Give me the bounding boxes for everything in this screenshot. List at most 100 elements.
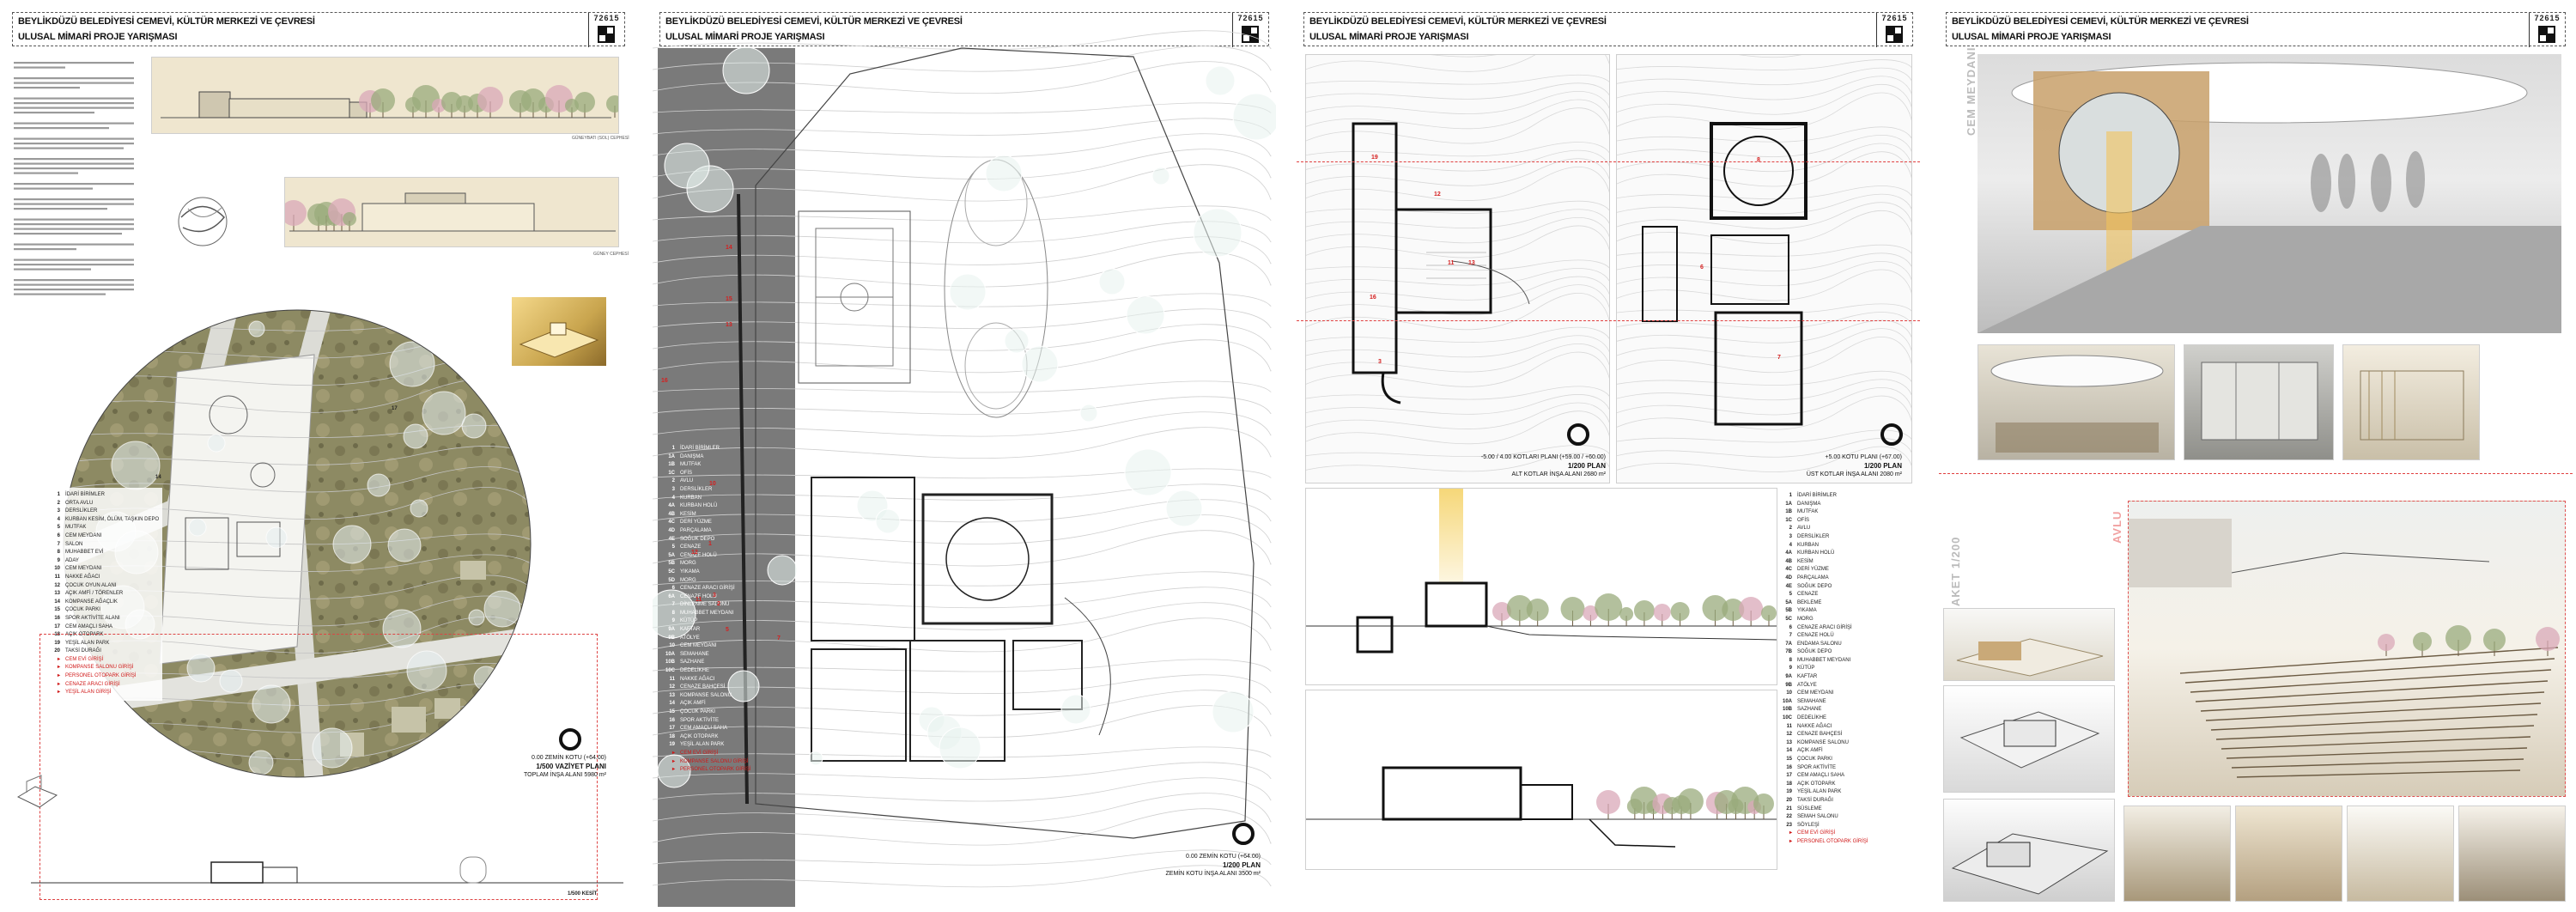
plan-room-number: 1: [708, 541, 712, 547]
contour-line: [653, 587, 1272, 609]
tree-bubble: [312, 727, 353, 769]
legend-text: SPOR AKTİVİTE: [680, 717, 720, 723]
interior-render-cem-meydani: [1978, 54, 2561, 333]
site-section: [31, 856, 623, 884]
contour-line: [653, 133, 1272, 158]
legend-number: 1C: [668, 470, 675, 476]
contour-line: [653, 380, 1272, 393]
legend-text: KÜTÜP: [1797, 666, 1815, 672]
legend-text: AVLU: [1797, 526, 1811, 532]
code-number: 72615: [2534, 14, 2561, 22]
contour-line: [1617, 261, 1911, 287]
report-text-line: [14, 203, 134, 205]
contour-line: [1617, 151, 1911, 187]
legend-entrance-row: ▸PERSONEL OTOPARK GİRİŞİ: [1782, 838, 1868, 847]
amphi-step: [2179, 647, 2559, 674]
model-photo-3: [1943, 799, 2115, 902]
legend-text: YEŞİL ALAN PARK: [1797, 789, 1842, 795]
legend-text: NAKKE AĞACI: [65, 574, 100, 580]
contour-line: [1617, 328, 1911, 358]
contour-line: [653, 808, 1272, 846]
legend-number: 11: [54, 574, 60, 580]
legend-text: ÇOCUK PARKI: [1797, 757, 1832, 762]
legend-text: ADAY: [65, 557, 79, 563]
contour-line: [1306, 335, 1609, 358]
legend-text: KAFTAR: [680, 627, 701, 633]
legend-text: DERSLİKLER: [65, 508, 98, 514]
contour-line: [1306, 91, 1609, 115]
tree-bubble: [111, 441, 161, 490]
amphi-step: [2215, 725, 2535, 740]
competition-subtitle: ULUSAL MİMARİ PROJE YARIŞMASI: [1952, 32, 2111, 42]
design-report-text: [14, 58, 143, 359]
legend-text: SOĞUK DEPO: [1797, 583, 1832, 589]
legend-text: DERSLİKLER: [680, 486, 713, 492]
model-photo-3-drawing: [1951, 833, 2109, 895]
amphi-step: [2236, 769, 2521, 778]
tree-bubble: [939, 727, 981, 769]
tree-canopy: [2536, 627, 2560, 651]
legend-text: KOMPANSE SALONU: [680, 692, 732, 698]
legend-text: SAZHANE: [1797, 707, 1822, 713]
plan-room-number: 13: [1468, 260, 1475, 266]
tree-bubble: [875, 508, 901, 534]
contour-line: [653, 571, 1272, 587]
legend-number: 8: [1789, 657, 1792, 663]
legend-entrance-text: YEŞİL ALAN GİRİŞİ: [65, 690, 112, 696]
tree-canopy: [1560, 597, 1585, 621]
contour-line: [1617, 379, 1911, 401]
legend-number: 4D: [668, 527, 675, 533]
tree-bubble: [1124, 448, 1172, 496]
legend-number: 2: [1789, 526, 1792, 532]
tree-bubble: [265, 526, 288, 549]
legend-text: DİNLENME SALONU: [680, 602, 730, 608]
contour-line: [64, 704, 531, 733]
plan-room-number: 7: [777, 635, 781, 641]
contour-line: [1306, 217, 1609, 244]
report-text-line: [14, 208, 107, 210]
legend-number: 5B: [668, 561, 675, 567]
legend-entrance-row: ▸CEM EVİ GİRİŞİ: [1782, 830, 1868, 838]
tree-canopy: [1595, 593, 1623, 621]
legend-number: 15: [1786, 757, 1792, 762]
section-line-a: [1297, 161, 1920, 162]
contour-line: [653, 705, 1272, 739]
legend-text: AÇIK OTOPARK: [65, 632, 104, 638]
plan-room-number: 12: [691, 550, 698, 556]
ground-plan-drawing: [653, 30, 1276, 888]
legend-entrance-text: PERSONEL OTOPARK GİRİŞİ: [1797, 838, 1868, 844]
legend-number: 4: [57, 516, 60, 522]
competition-title: BEYLİKDÜZÜ BELEDİYESİ CEMEVİ, KÜLTÜR MER…: [665, 16, 963, 27]
legend-number: 9B: [1785, 682, 1792, 688]
lower-plan-level: -5.00 / 4.00 KOTLARI PLANI (+59.00 / +60…: [1480, 454, 1606, 460]
tree-canopy: [1653, 604, 1671, 621]
legend-text: DERİ YÜZME: [680, 520, 712, 526]
section-line-b: [1297, 320, 1920, 321]
tree-bubble: [461, 413, 487, 439]
contour-line: [653, 252, 1272, 288]
tree-bubble: [387, 528, 422, 562]
legend-number: 12: [1786, 732, 1792, 738]
plan-room-number: 16: [1370, 295, 1376, 301]
legend-number: 17: [1786, 773, 1792, 779]
legend-number: 5D: [668, 577, 675, 583]
upper-plan-drawing: [1617, 55, 1911, 472]
tree-canopy: [1492, 602, 1511, 621]
legend-number: 5: [671, 544, 675, 550]
scale-circle-icon: [1880, 423, 1903, 446]
contour-line: [1306, 55, 1609, 72]
tree-canopy: [606, 95, 618, 112]
ground-plan-area: ZEMİN KOTU İNŞA ALANI 3500 m²: [1165, 871, 1261, 877]
legend-entrance-row: ▸PERSONEL OTOPARK GİRİŞİ: [665, 766, 751, 775]
legend-number: 4B: [1785, 558, 1792, 564]
legend-text: OFİS: [680, 470, 693, 476]
